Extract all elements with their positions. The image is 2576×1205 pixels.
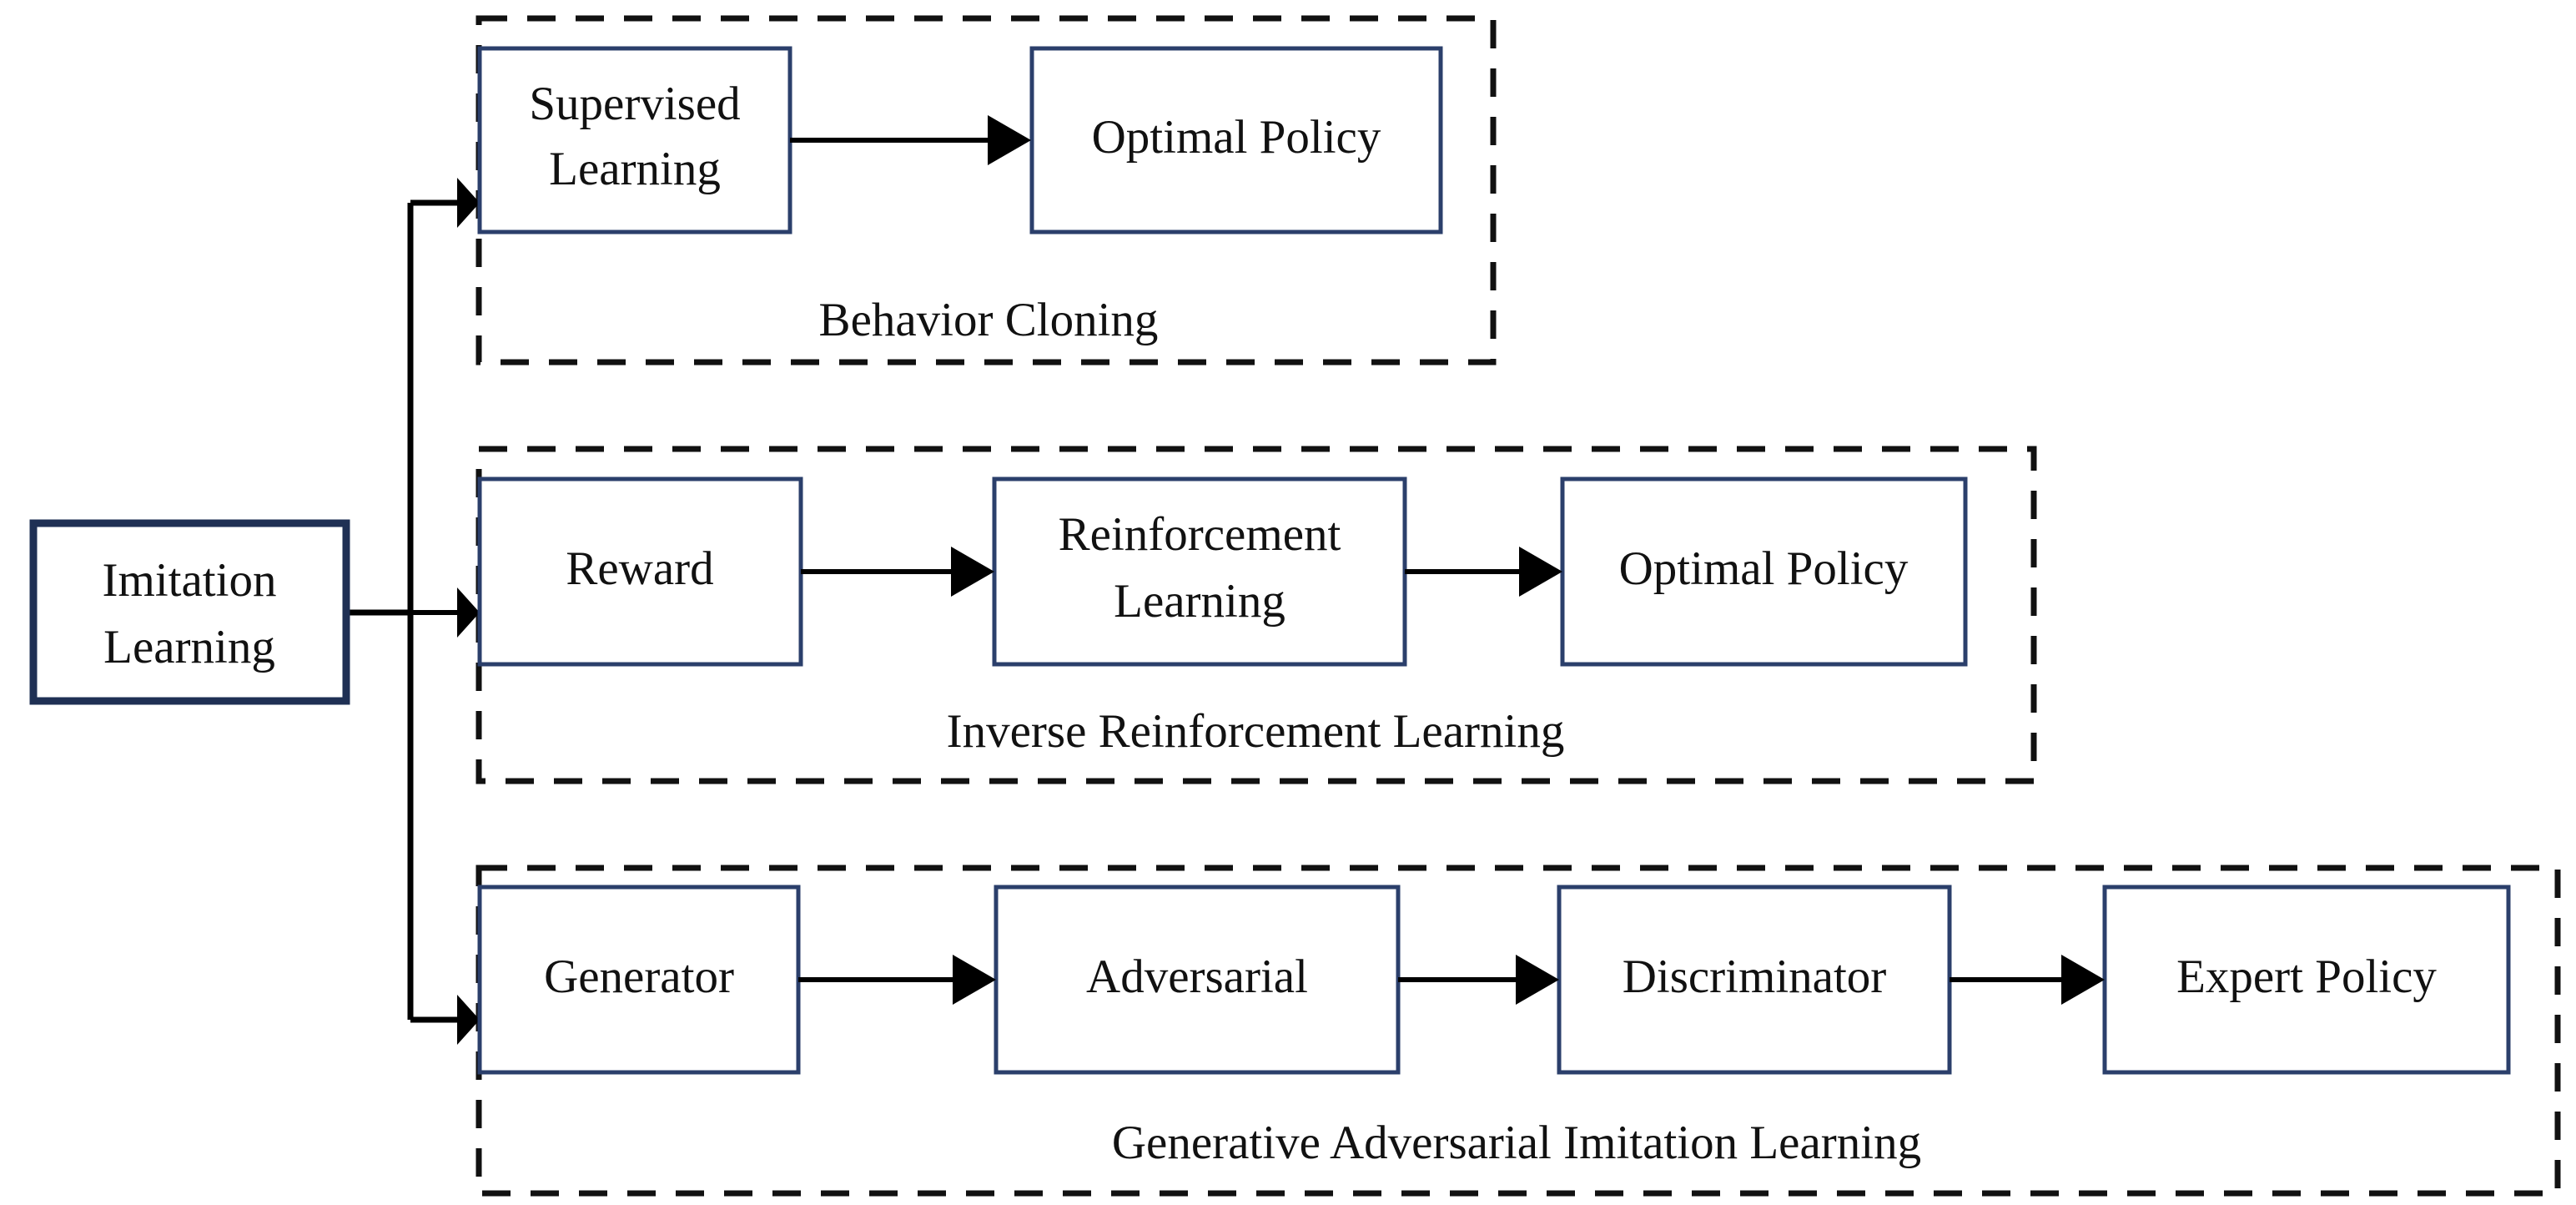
arrow-head-reinforcement-learning-to-optimal-policy: [1519, 547, 1562, 597]
node-label-reinforcement-learning-line2: Learning: [1114, 575, 1285, 628]
arrow-head-reward-to-reinforcement-learning: [951, 547, 994, 597]
group-caption-behavior-cloning: Behavior Cloning: [819, 294, 1159, 346]
arrow-head-generator-to-adversarial: [953, 955, 996, 1005]
node-label-adversarial: Adversarial: [1086, 950, 1308, 1003]
arrow-head-adversarial-to-discriminator: [1516, 955, 1559, 1005]
arrow-head-to-reward: [457, 587, 480, 638]
node-label-reward: Reward: [566, 542, 713, 595]
node-label-imitation-learning-line2: Learning: [103, 621, 275, 673]
node-label-expert-policy: Expert Policy: [2176, 950, 2437, 1003]
node-box-reward[interactable]: [477, 476, 803, 667]
node-label-discriminator: Discriminator: [1623, 950, 1887, 1003]
group-caption-generative-adversarial-imitation-learning: Generative Adversarial Imitation Learnin…: [1112, 1117, 1921, 1169]
node-label-optimal-policy-bc: Optimal Policy: [1092, 111, 1381, 164]
node-label-supervised-learning-line1: Supervised: [529, 78, 740, 130]
node-label-reinforcement-learning-line1: Reinforcement: [1059, 508, 1341, 561]
group-caption-inverse-reinforcement-learning: Inverse Reinforcement Learning: [947, 705, 1565, 758]
node-label-generator: Generator: [544, 950, 734, 1003]
arrow-head-supervised-to-optimal-policy: [988, 115, 1031, 165]
node-box-expert-policy[interactable]: [2102, 885, 2511, 1075]
arrow-head-to-supervised-learning: [457, 178, 480, 228]
arrow-head-discriminator-to-expert-policy: [2061, 955, 2105, 1005]
arrow-head-to-generator: [457, 995, 480, 1045]
node-box-imitation-learning[interactable]: [29, 519, 350, 705]
node-label-imitation-learning-line1: Imitation: [103, 554, 277, 607]
node-box-generator[interactable]: [477, 885, 801, 1075]
node-label-optimal-policy-irl: Optimal Policy: [1619, 542, 1909, 595]
node-label-supervised-learning-line2: Learning: [549, 143, 721, 195]
node-box-reinforcement-learning[interactable]: [992, 476, 1407, 667]
node-box-optimal-policy-bc[interactable]: [1029, 46, 1443, 234]
node-box-supervised-learning[interactable]: [477, 46, 792, 234]
